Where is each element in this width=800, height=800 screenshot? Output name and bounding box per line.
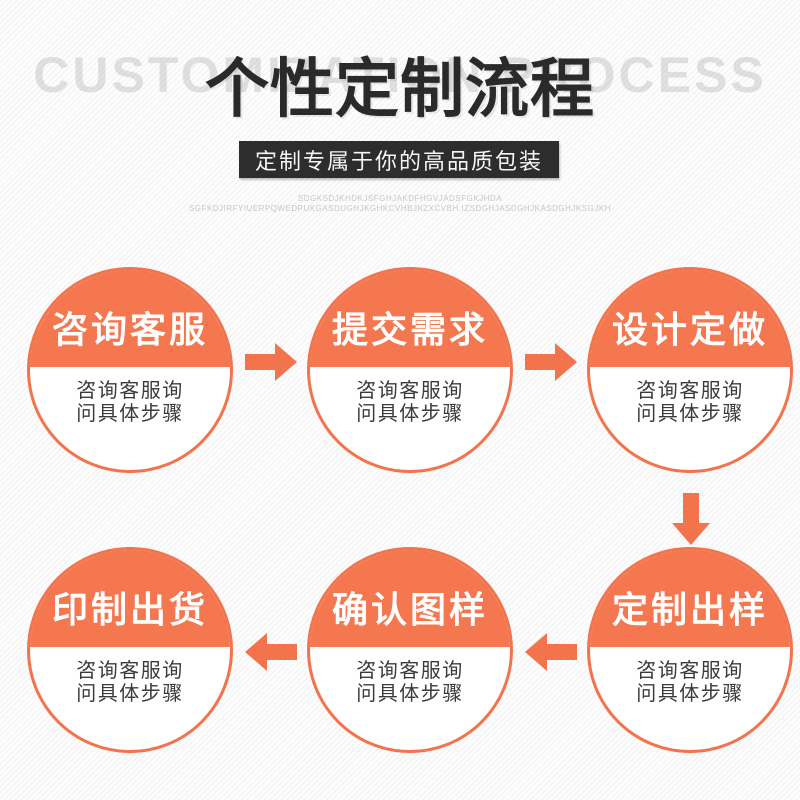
step-title: 确认图样	[310, 550, 510, 647]
step-circle-sample: 定制出样 咨询客服询 问具体步骤	[587, 547, 793, 753]
page-title: 个性定制流程	[205, 53, 595, 125]
step-description: 咨询客服询 问具体步骤	[636, 380, 744, 425]
step-description: 咨询客服询 问具体步骤	[636, 660, 744, 705]
step-title: 定制出样	[590, 550, 790, 647]
step-description: 咨询客服询 问具体步骤	[76, 660, 184, 705]
step-circle-submit: 提交需求 咨询客服询 问具体步骤	[307, 267, 513, 473]
arrow-right-icon	[245, 343, 297, 381]
step-circle-consult: 咨询客服 咨询客服询 问具体步骤	[27, 267, 233, 473]
watermark-text: CUSTOMIZATION PROCESS	[33, 47, 767, 103]
step-title: 设计定做	[590, 270, 790, 367]
step-description: 咨询客服询 问具体步骤	[356, 380, 464, 425]
fineprint-line-1: SDGKSDJKHDKJSFGHJAKDFHGVJADSFGKJHDA	[297, 194, 503, 203]
arrow-right-icon	[525, 343, 577, 381]
arrow-left-icon	[245, 633, 297, 671]
step-description: 咨询客服询 问具体步骤	[76, 380, 184, 425]
arrow-down-icon	[672, 493, 710, 545]
step-title: 咨询客服	[30, 270, 230, 367]
subtitle-banner-label: 定制专属于你的高品质包装	[254, 148, 543, 174]
arrow-left-icon	[525, 633, 577, 671]
step-title: 提交需求	[310, 270, 510, 367]
step-title: 印制出货	[30, 550, 230, 647]
step-circle-ship: 印制出货 咨询客服询 问具体步骤	[27, 547, 233, 753]
step-description: 咨询客服询 问具体步骤	[356, 660, 464, 705]
step-circle-design: 设计定做 咨询客服询 问具体步骤	[587, 267, 793, 473]
subtitle-banner: 定制专属于你的高品质包装	[239, 141, 559, 178]
step-circle-confirm: 确认图样 咨询客服询 问具体步骤	[307, 547, 513, 753]
fineprint-line-2: SGFKDJIRFYIUERPQWEDPUKGASDUGHJKGHKCVHBJK…	[189, 204, 611, 213]
